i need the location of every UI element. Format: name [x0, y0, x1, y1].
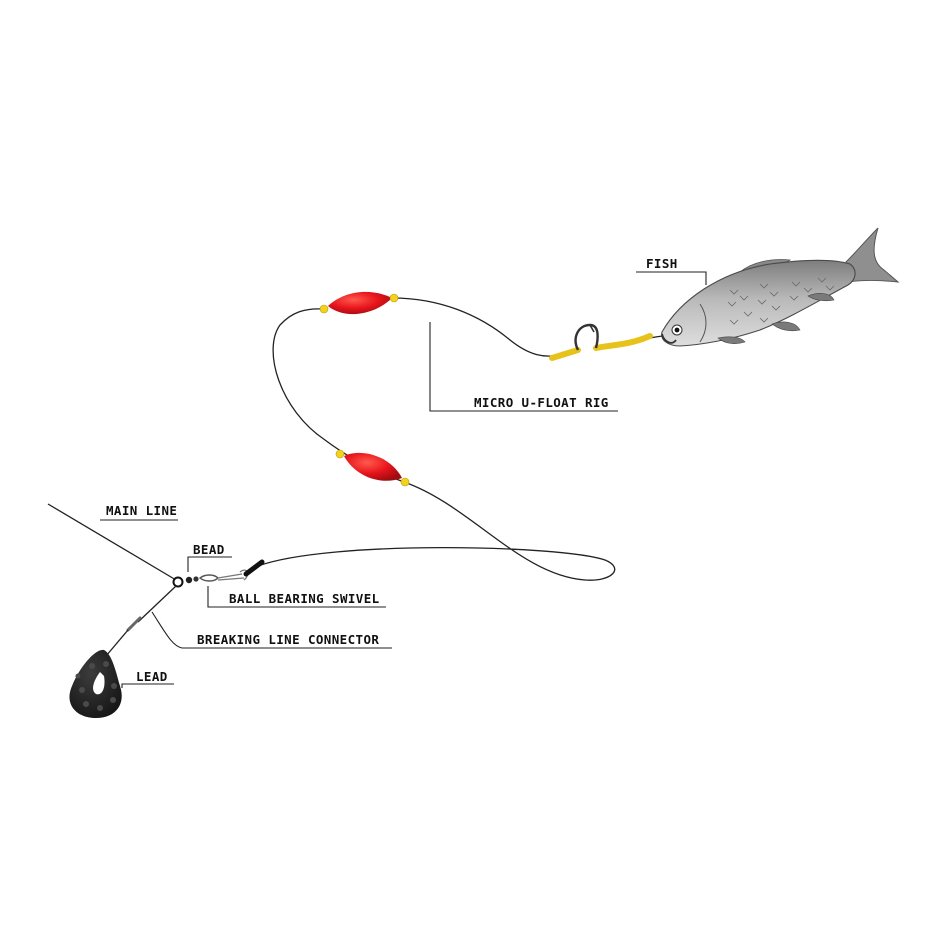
fish-tail — [845, 227, 900, 283]
fish-pupil — [674, 327, 680, 333]
lead-dimples — [75, 661, 117, 711]
swivel-ball-2 — [193, 576, 199, 582]
hook-barb — [589, 324, 595, 333]
lead — [69, 649, 122, 718]
label-micro-u-float-rig: MICRO U-FLOAT RIG — [474, 395, 609, 410]
lower-float-bead-left — [335, 449, 345, 459]
label-lead: LEAD — [136, 669, 168, 684]
upper-float-body — [328, 291, 392, 315]
label-fish: FISH — [646, 256, 678, 271]
bead-leader — [187, 556, 232, 572]
upper-float-bead-right — [389, 293, 399, 303]
fish-pelvic-fin — [717, 336, 746, 344]
upper-float — [319, 291, 399, 315]
fish-mouth-hook — [661, 333, 677, 344]
swivel-ball-1 — [185, 576, 193, 584]
hook — [549, 323, 653, 361]
lower-float-bead-right — [400, 477, 410, 487]
rig-line — [257, 308, 616, 581]
label-bead: BEAD — [193, 542, 225, 557]
lead-leader — [121, 683, 174, 688]
connector-line-lower — [105, 629, 129, 657]
lower-float — [335, 449, 410, 487]
ball-bearing-swivel — [185, 559, 265, 584]
label-breaking-line-connector: BREAKING LINE CONNECTOR — [197, 632, 379, 647]
micro-u-float-rig-leader — [429, 322, 618, 412]
swivel-sleeve — [243, 559, 265, 577]
main-line — [47, 503, 177, 581]
fish-scales — [727, 277, 835, 325]
fish-anal-fin — [771, 321, 801, 332]
label-main-line: MAIN LINE — [106, 503, 177, 518]
label-ball-bearing-swivel: BALL BEARING SWIVEL — [229, 591, 380, 606]
sleeve-right — [593, 333, 653, 351]
bead — [172, 576, 184, 588]
connector-swivel — [126, 616, 142, 632]
lead-hole — [93, 672, 105, 695]
sleeve-left — [549, 347, 581, 361]
ball-bearing-swivel-leader — [207, 586, 386, 608]
upper-float-bead-left — [319, 304, 329, 314]
rig-line-upper — [391, 297, 561, 357]
breaking-line-connector-leader — [151, 611, 392, 649]
fish — [661, 227, 900, 347]
fish-gill — [699, 303, 707, 343]
breaking-line-connector — [105, 585, 177, 657]
fish-body — [661, 259, 856, 347]
swivel-ring — [198, 574, 219, 582]
fish-rear-fin — [807, 293, 835, 302]
connector-line-upper — [137, 585, 177, 623]
lower-float-body — [344, 452, 402, 481]
fish-leader — [636, 271, 707, 285]
swivel-snap — [217, 573, 245, 581]
